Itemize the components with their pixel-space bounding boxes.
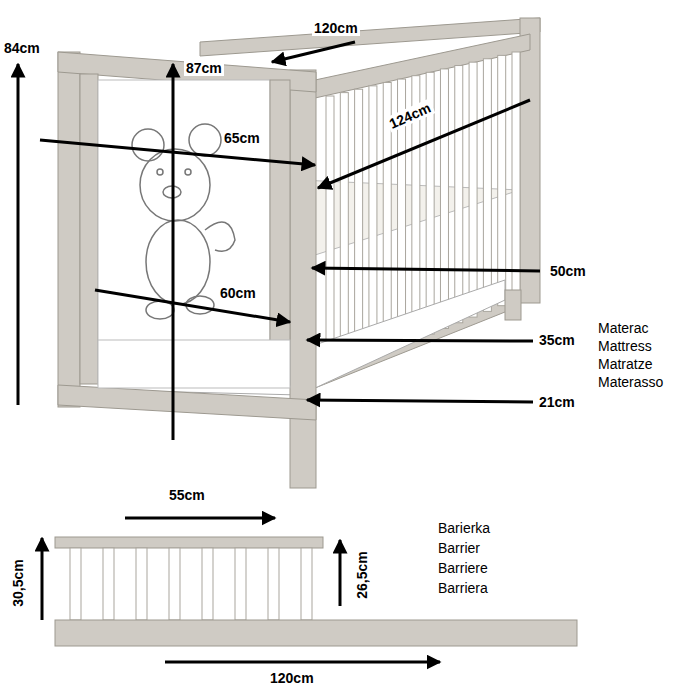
dimension-label: 21cm bbox=[537, 394, 577, 410]
dimension-label: 84cm bbox=[2, 40, 42, 56]
part-label: Barriera bbox=[436, 580, 490, 596]
dimension-label: 87cm bbox=[184, 60, 224, 76]
dimension-label: 120cm bbox=[268, 670, 316, 686]
part-label: Barrier bbox=[436, 540, 482, 556]
dimension-label: 26,5cm bbox=[354, 549, 370, 600]
part-label: Mattress bbox=[596, 338, 654, 354]
dimension-label: 120cm bbox=[312, 20, 360, 36]
dimension-label: 65cm bbox=[222, 130, 262, 146]
part-label: Matratze bbox=[596, 356, 654, 372]
part-label: Materac bbox=[596, 320, 651, 336]
part-label: Barierka bbox=[436, 520, 492, 536]
part-label: Barriere bbox=[436, 560, 490, 576]
part-label: Materasso bbox=[596, 374, 665, 390]
dimension-label: 35cm bbox=[537, 332, 577, 348]
dimension-label: 50cm bbox=[548, 263, 588, 279]
dimension-label: 55cm bbox=[167, 487, 207, 503]
dimension-label: 60cm bbox=[218, 285, 258, 301]
dimension-label: 30,5cm bbox=[10, 557, 26, 608]
